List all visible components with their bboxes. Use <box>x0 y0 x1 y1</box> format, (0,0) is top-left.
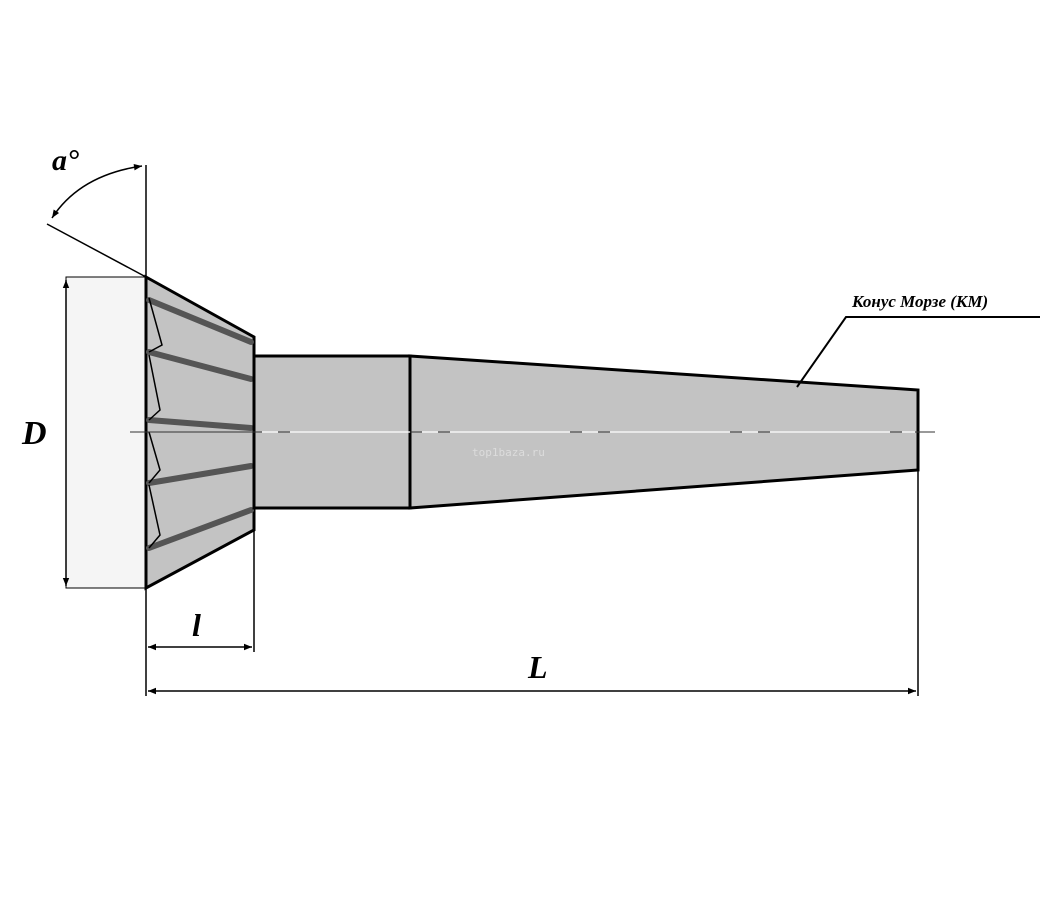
tooth-edge <box>148 354 161 421</box>
tooth-groove <box>146 507 254 551</box>
head-length-label: l <box>192 607 201 643</box>
watermark: top1baza.ru <box>472 446 545 459</box>
tooth-edge <box>148 297 163 353</box>
tooth-edges <box>148 297 163 549</box>
tooth-groove <box>146 417 254 431</box>
tooth-groove <box>146 349 254 382</box>
tooth-edge <box>148 484 161 549</box>
cutter-teeth <box>146 297 254 551</box>
morse-taper-label: Конус Морзе (КМ) <box>851 292 988 311</box>
angle-extension-slant <box>46 223 147 278</box>
angle-arc <box>51 163 143 219</box>
tooth-edge <box>148 431 161 484</box>
angle-label: a° <box>52 144 79 177</box>
morse-taper-leader <box>796 316 1040 388</box>
total-length-label: L <box>527 649 548 685</box>
tooth-groove <box>146 463 254 486</box>
tooth-groove <box>146 297 254 345</box>
diameter-label: D <box>21 415 47 452</box>
